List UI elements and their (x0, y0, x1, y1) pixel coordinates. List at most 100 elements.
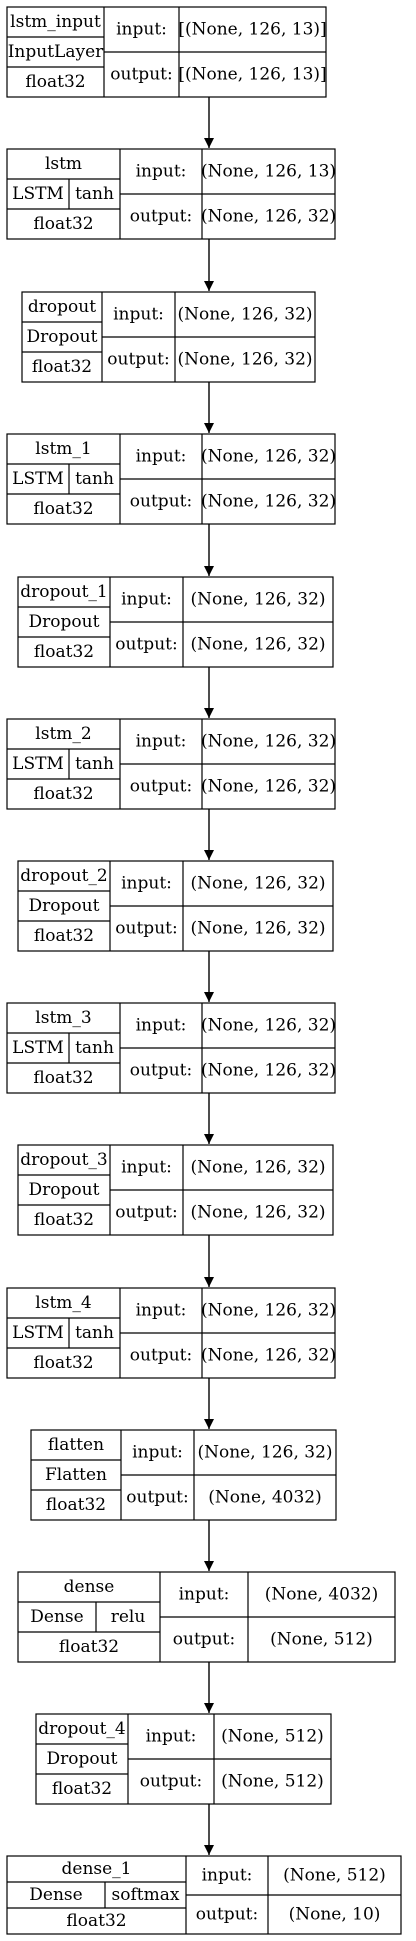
input-shape: (None, 126, 32) (201, 1301, 336, 1321)
input-shape: (None, 126, 32) (197, 1443, 332, 1463)
input-label: input: (132, 1443, 183, 1463)
input-label: input: (136, 162, 187, 182)
output-label: output: (130, 777, 192, 797)
input-shape: (None, 126, 32) (190, 590, 325, 610)
layer-class: Dropout (29, 896, 100, 916)
layer-name: dropout_3 (20, 1150, 107, 1170)
layer-name: dense_1 (62, 1859, 132, 1879)
output-label: output: (130, 492, 192, 512)
output-label: output: (115, 1203, 177, 1223)
layer-class: LSTM (12, 184, 64, 204)
input-shape: (None, 512) (221, 1727, 324, 1747)
input-shape: (None, 126, 32) (201, 1016, 336, 1036)
output-label: output: (126, 1488, 188, 1508)
layer-class: LSTM (12, 1323, 64, 1343)
layer-activation: tanh (75, 184, 114, 204)
input-shape: (None, 4032) (265, 1585, 378, 1605)
output-shape: [(None, 126, 13)] (178, 65, 326, 85)
layer-dtype: float32 (34, 926, 94, 946)
layer-dtype: float32 (33, 499, 93, 519)
input-label: input: (121, 874, 172, 894)
layer-name: dropout_2 (20, 866, 107, 886)
input-label: input: (179, 1585, 230, 1605)
layer-name: lstm_2 (35, 724, 91, 744)
layer-dtype: float32 (33, 214, 93, 234)
layer-class: LSTM (12, 754, 64, 774)
layer-name: lstm_input (10, 12, 101, 32)
output-shape: (None, 126, 32) (190, 1203, 325, 1223)
layer-name: lstm_3 (35, 1008, 91, 1028)
output-label: output: (115, 919, 177, 939)
layer-node-dropout_4: dropout_4Dropoutfloat32input:output:(Non… (35, 1713, 332, 1805)
layer-name: lstm_4 (35, 1293, 91, 1313)
input-label: input: (202, 1866, 253, 1886)
layer-activation: tanh (75, 754, 114, 774)
layer-name: dropout (28, 297, 96, 317)
layer-dtype: float32 (34, 1210, 94, 1230)
output-shape: (None, 126, 32) (201, 1061, 336, 1081)
layer-name: dropout_1 (20, 582, 107, 602)
layer-class: Flatten (45, 1465, 107, 1485)
layer-name: dropout_4 (38, 1719, 125, 1739)
layer-node-lstm_input: lstm_inputInputLayerfloat32input:output:… (6, 6, 327, 98)
output-shape: (None, 126, 32) (201, 1346, 336, 1366)
output-label: output: (196, 1905, 258, 1925)
layer-dtype: float32 (33, 784, 93, 804)
input-label: input: (116, 20, 167, 40)
layer-activation: tanh (75, 1323, 114, 1343)
layer-class: Dropout (27, 327, 98, 347)
output-shape: (None, 10) (289, 1905, 381, 1925)
output-shape: (None, 126, 32) (190, 635, 325, 655)
input-label: input: (136, 1301, 187, 1321)
input-label: input: (136, 732, 187, 752)
input-shape: (None, 512) (283, 1866, 386, 1886)
input-label: input: (146, 1727, 197, 1747)
input-label: input: (113, 305, 164, 325)
output-label: output: (130, 207, 192, 227)
output-shape: (None, 126, 32) (201, 777, 336, 797)
layer-activation: relu (111, 1607, 146, 1627)
input-shape: (None, 126, 32) (201, 732, 336, 752)
input-shape: [(None, 126, 13)] (178, 20, 326, 40)
layer-dtype: float32 (66, 1911, 126, 1931)
layer-dtype: float32 (46, 1495, 106, 1515)
output-shape: (None, 4032) (208, 1488, 321, 1508)
layer-name: flatten (48, 1435, 104, 1455)
input-shape: (None, 126, 32) (201, 447, 336, 467)
layer-class: Dropout (29, 612, 100, 632)
input-shape: (None, 126, 32) (190, 874, 325, 894)
output-label: output: (130, 1061, 192, 1081)
layer-class: LSTM (12, 1038, 64, 1058)
output-label: output: (140, 1772, 202, 1792)
layer-dtype: float32 (33, 1353, 93, 1373)
output-label: output: (115, 635, 177, 655)
layer-class: Dropout (29, 1180, 100, 1200)
output-shape: (None, 512) (221, 1772, 324, 1792)
layer-class: Dense (30, 1607, 83, 1627)
layer-dtype: float32 (52, 1779, 112, 1799)
layer-class: InputLayer (8, 42, 104, 62)
layer-name: dense (64, 1577, 115, 1597)
output-shape: (None, 126, 32) (190, 919, 325, 939)
input-label: input: (121, 1158, 172, 1178)
input-label: input: (136, 1016, 187, 1036)
layer-activation: softmax (112, 1885, 180, 1905)
output-shape: (None, 126, 32) (201, 207, 336, 227)
output-label: output: (110, 65, 172, 85)
output-label: output: (173, 1630, 235, 1650)
output-shape: (None, 512) (270, 1630, 373, 1650)
input-shape: (None, 126, 32) (190, 1158, 325, 1178)
layer-node-dropout: dropoutDropoutfloat32input:output:(None,… (21, 291, 316, 383)
layer-dtype: float32 (33, 1068, 93, 1088)
layer-node-dropout_1: dropout_1Dropoutfloat32input:output:(Non… (17, 576, 334, 668)
layer-dtype: float32 (59, 1637, 119, 1657)
